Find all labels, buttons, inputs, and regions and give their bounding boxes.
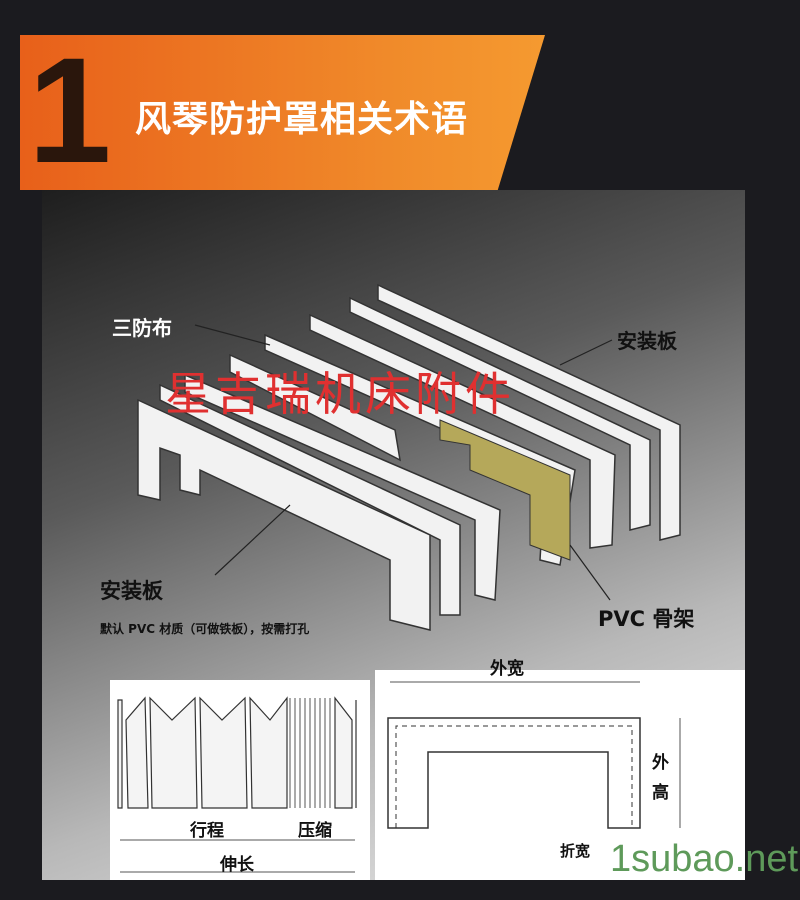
title-banner [20, 35, 545, 190]
label-outer-height: 外高 [652, 753, 669, 803]
label-extended: 伸长 [220, 855, 254, 875]
watermark: 星吉瑞机床附件 [165, 367, 515, 421]
label-outer-width: 外宽 [490, 659, 524, 679]
label-cloth: 三防布 [112, 316, 172, 340]
site-watermark: 1subao.net [610, 838, 799, 880]
section-number: 1 [28, 26, 112, 194]
label-stroke: 行程 [190, 821, 224, 841]
label-compressed: 压缩 [298, 821, 332, 841]
label-fold-width: 折宽 [560, 842, 591, 860]
label-mount-plate-top: 安装板 [617, 329, 677, 353]
label-mount-plate-bottom: 安装板 [100, 579, 163, 603]
label-pvc-frame: PVC 骨架 [598, 607, 695, 631]
label-mount-note: 默认 PVC 材质（可做铁板），按需打孔 [100, 622, 310, 636]
page-title: 风琴防护罩相关术语 [135, 99, 469, 140]
